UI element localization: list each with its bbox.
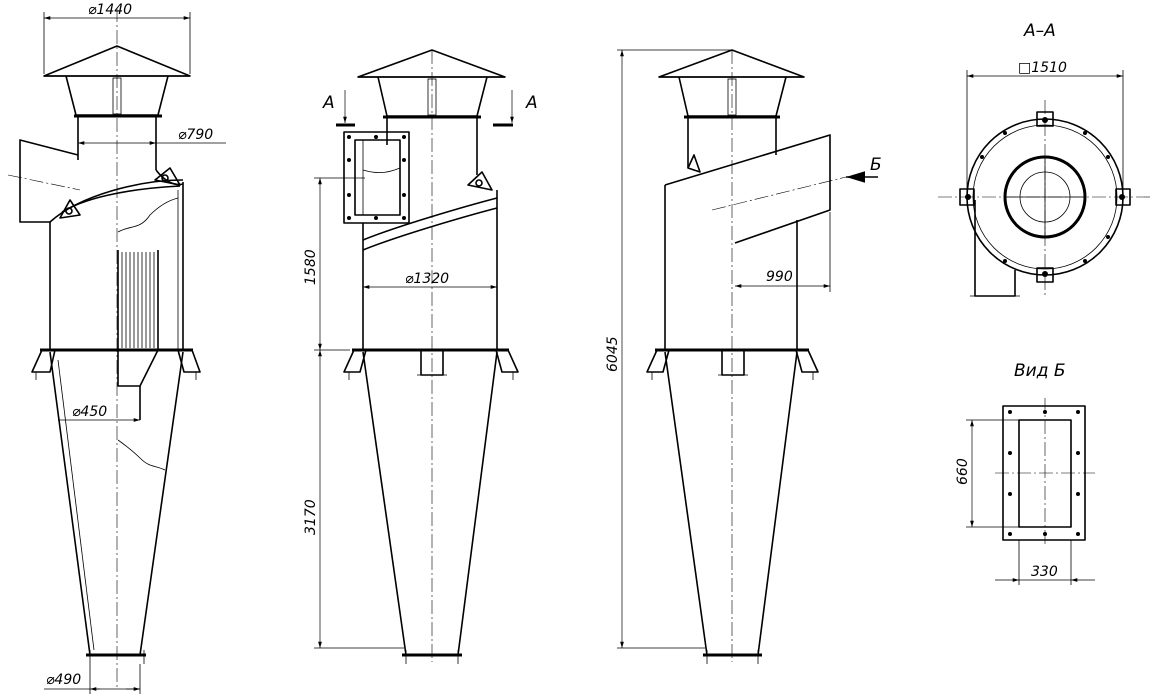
dim-inlet-offset: 990 [766,269,793,285]
front-view: A A 1580 3170 ⌀1320 [303,49,538,664]
hatching [121,252,155,348]
section-a-a: A–A □1510 [938,21,1150,297]
dim-dust-outlet-diameter: ⌀490 [46,672,81,688]
dim-flange-width: 330 [1031,564,1058,580]
dim-flange-square: □1510 [1018,60,1067,76]
dim-inner-pipe-diameter: ⌀450 [72,404,107,420]
section-title: A–A [1023,21,1056,41]
view-title: Вид Б [1014,361,1066,381]
dim-total-height: 6045 [605,336,621,372]
view-arrow-label: Б [870,155,882,175]
dim-cap-diameter: ⌀1440 [88,2,132,18]
side-view: Б 6045 990 [605,49,882,664]
dim-flange-height: 660 [955,458,971,485]
cut-mark-right: A [525,93,538,113]
cut-mark-left: A [322,93,335,113]
dim-outlet-pipe-diameter: ⌀790 [178,127,213,143]
dim-cone-height: 3170 [303,499,319,535]
front-view-section: ⌀1440 ⌀790 ⌀450 ⌀490 [7,2,226,694]
view-b: Вид Б 660 330 [955,361,1095,585]
dim-body-height: 1580 [303,249,319,285]
dim-body-diameter: ⌀1320 [405,271,449,287]
